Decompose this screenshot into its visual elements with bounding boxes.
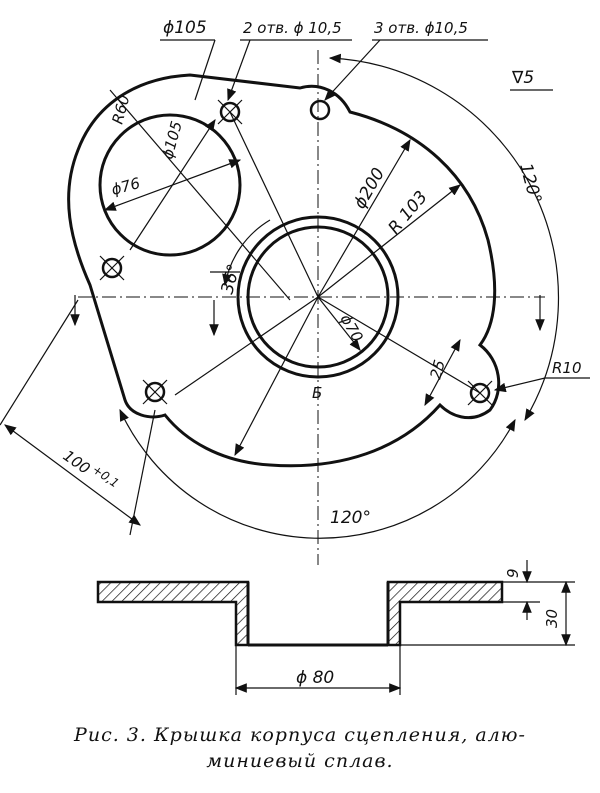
arc-36	[222, 219, 271, 287]
label-r60: R60	[108, 93, 133, 126]
hole-top	[309, 99, 331, 121]
label-h30: 30	[543, 609, 561, 628]
label-d105-inner: ϕ105	[158, 119, 185, 161]
label-d76: ϕ76	[109, 174, 142, 199]
label-h9: 9	[504, 568, 522, 578]
caption-line-1: Рис. 3. Крышка корпуса сцепления, алю-	[74, 724, 526, 746]
plan-labels: ϕ105 2 отв. ϕ 10,5 3 отв. ϕ10,5 ∇5 R60 ϕ…	[60, 18, 582, 528]
plan-view	[0, 39, 590, 565]
hole-bottom-left	[144, 381, 166, 403]
section-view: 9 30 ϕ 80	[96, 560, 575, 695]
label-d80: ϕ 80	[296, 668, 334, 688]
label-3-holes: 3 отв. ϕ10,5	[374, 19, 468, 37]
section-flange-right	[386, 580, 504, 647]
label-d70: ϕ70	[337, 311, 367, 345]
hole-top-left	[219, 101, 241, 123]
arc-120-right	[328, 53, 560, 422]
label-2-holes: 2 отв. ϕ 10,5	[243, 19, 342, 37]
label-b: Б	[312, 384, 322, 402]
figure-caption: Рис. 3. Крышка корпуса сцепления, алю- м…	[0, 722, 600, 774]
arc-120-bottom	[119, 408, 516, 539]
label-36: 36°	[218, 262, 245, 296]
label-d200: ϕ200	[350, 165, 389, 213]
roughness-mark: ∇5	[511, 68, 534, 88]
label-r10: R10	[552, 359, 582, 377]
label-120-bottom: 120°	[330, 508, 371, 528]
label-120-right: 120°	[515, 161, 545, 206]
caption-line-2: миниевый сплав.	[206, 750, 394, 772]
section-flange-left	[96, 580, 250, 647]
technical-drawing: ϕ105 2 отв. ϕ 10,5 3 отв. ϕ10,5 ∇5 R60 ϕ…	[0, 18, 590, 695]
hole-left	[101, 257, 123, 279]
label-d105: ϕ105	[163, 18, 207, 38]
label-25: 25	[426, 358, 448, 381]
outer-contour	[67, 73, 501, 468]
